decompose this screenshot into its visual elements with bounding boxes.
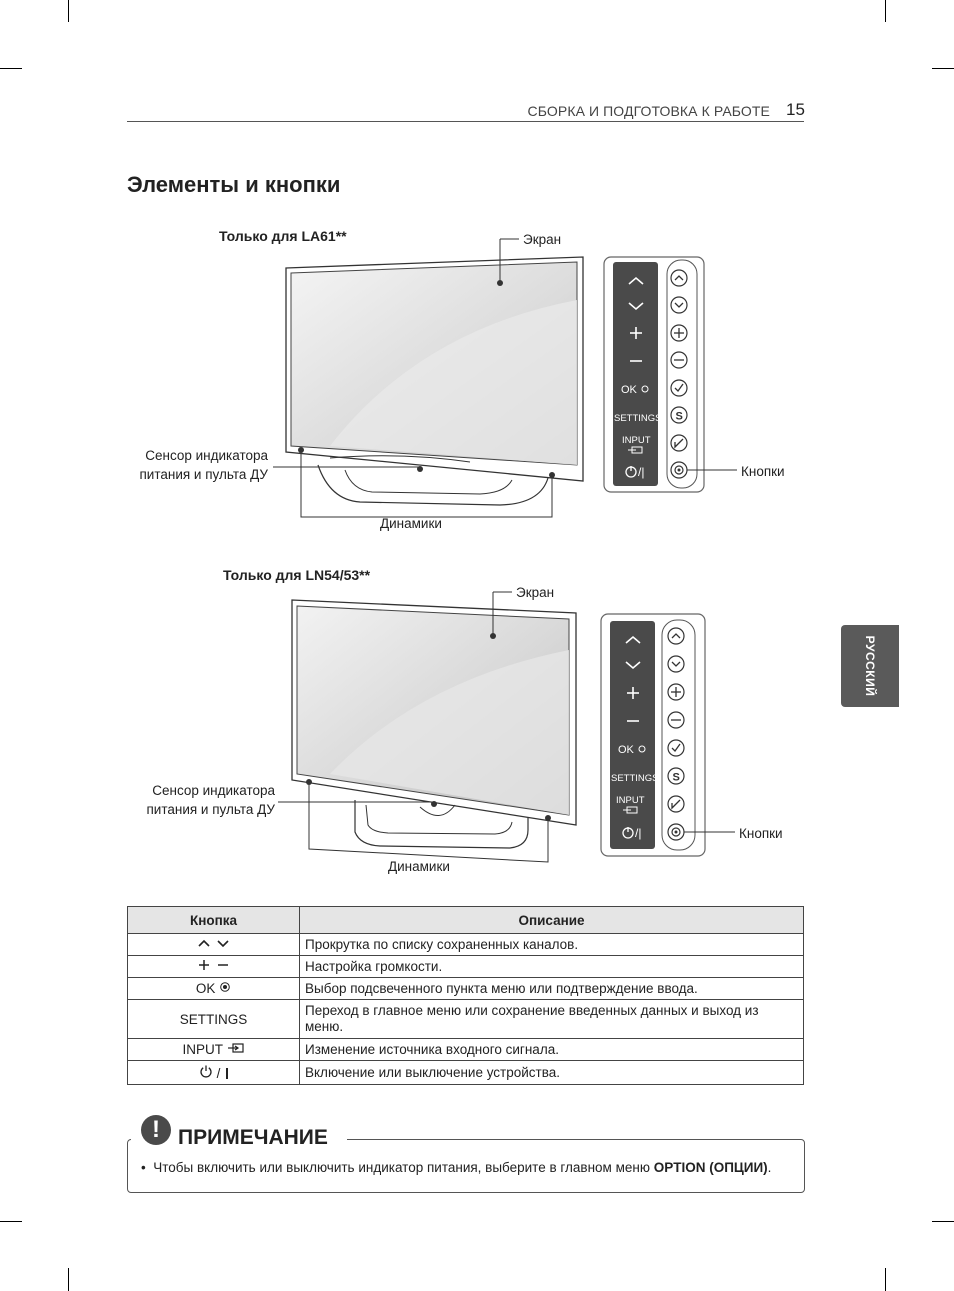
table-header-button: Кнопка [127,906,300,934]
table-cell-description: Прокрутка по списку сохраненных каналов. [299,933,804,956]
sensor-callout [278,801,437,807]
table-row: Прокрутка по списку сохраненных каналов. [127,933,804,956]
screen-callout [497,238,519,286]
crop-mark [68,0,69,22]
table-cell-button: SETTINGS [127,999,300,1039]
diagram1-buttons-label: Кнопки [741,464,785,479]
table-cell-description: Включение или выключение устройства. [299,1060,804,1085]
table-cell-button: OK [127,977,300,1000]
panel-settings-label: SETTINGS [614,413,662,424]
sensor-label-line1: Сенсор индикатора [145,448,268,463]
crop-mark [932,68,954,69]
table-cell-button: / [127,1060,300,1085]
tv-diagram-la61: OK SETTINGS INPUT /| S [273,238,737,518]
tv-diagram-ln54: OK SETTINGS INPUT /| S [278,591,735,863]
table-cell-button-label: INPUT [182,1042,223,1057]
plus-minus-icons [198,960,228,970]
button-description-table: Кнопка Описание Прокрутка по списку сохр… [127,906,804,1085]
diagram1-screen-label: Экран [523,232,562,247]
crop-mark [0,1221,22,1222]
ok-dot-icon [220,982,230,992]
diagram2-screen-label: Экран [516,585,555,600]
sensor-callout [273,466,423,472]
sensor-label-line2: питания и пульта ДУ [139,467,268,482]
language-tab: РУССКИЙ [841,625,899,707]
crop-mark [932,1221,954,1222]
table-cell-button: INPUT [127,1038,300,1061]
tv-body [291,599,577,849]
header-rule [127,121,804,122]
diagram2-buttons-label: Кнопки [739,826,783,841]
svg-text:S: S [673,772,680,784]
diagram2-speakers-label: Динамики [388,859,450,874]
table-header-description: Описание [299,906,804,934]
page-title: Элементы и кнопки [127,172,341,197]
table-cell-description: Настройка громкости. [299,955,804,978]
table-cell-button [127,933,300,956]
table-row: Настройка громкости. [127,955,804,978]
diagram1-speakers-label: Динамики [380,516,442,531]
table-row: OK Выбор подсвеченного пункта меню или п… [127,977,804,1000]
panel-settings-label: SETTINGS [611,773,659,784]
section-header: СБОРКА И ПОДГОТОВКА К РАБОТЕ [527,103,770,119]
crop-mark [885,1268,886,1291]
table-cell-description: Выбор подсвеченного пункта меню или подт… [299,977,804,1000]
note-box [127,1139,805,1193]
page-number: 15 [786,100,805,119]
exclamation-icon: ! [141,1115,171,1145]
note-text-before: Чтобы включить или выключить индикатор п… [153,1160,654,1175]
crop-mark [68,1268,69,1291]
note-text: • Чтобы включить или выключить индикатор… [141,1160,771,1175]
crop-mark [885,0,886,22]
svg-text:S: S [676,411,683,423]
table-header-row: Кнопка Описание [127,906,804,934]
sensor-label-line2: питания и пульта ДУ [146,802,275,817]
diagram2-heading: Только для LN54/53** [223,567,371,583]
speakers-callout [306,779,551,863]
power-bar-icon [226,1068,229,1079]
table-row: INPUT Изменение источника входного сигна… [127,1038,804,1061]
svg-text:/|: /| [638,465,644,479]
table-row: SETTINGS Переход в главное меню или сохр… [127,999,804,1039]
note-text-bold: OPTION (ОПЦИИ) [653,1160,768,1175]
sensor-label-line1: Сенсор индикатора [152,783,275,798]
tv-body [285,256,584,506]
table-cell-description: Изменение источника входного сигнала. [299,1038,804,1061]
input-icon [227,1043,244,1053]
screen-callout [490,591,512,639]
table-cell-button-label: / [216,1066,221,1081]
button-panel-ln54: OK SETTINGS INPUT /| S [600,613,735,857]
speakers-callout [298,447,555,518]
button-panel-la61: OK SETTINGS INPUT /| S [603,256,737,493]
diagram1-sensor-label: Сенсор индикатора питания и пульта ДУ [133,446,268,484]
table-cell-button [127,955,300,978]
panel-input-label: INPUT [616,795,645,806]
svg-text:/|: /| [635,826,641,840]
diagram1-heading: Только для LA61** [219,228,347,244]
table-cell-description: Переход в главное меню или сохранение вв… [299,999,804,1039]
up-down-icons [197,939,229,948]
exclamation-glyph: ! [152,1116,160,1143]
diagram2-sensor-label: Сенсор индикатора питания и пульта ДУ [140,781,275,819]
power-icon [200,1065,212,1078]
crop-mark [0,68,22,69]
panel-ok-label: OK [618,744,635,756]
table-row: / Включение или выключение устройства. [127,1060,804,1085]
panel-ok-label: OK [621,384,638,396]
table-cell-button-label: OK [195,981,216,996]
note-text-after: . [767,1160,772,1175]
note-title: ПРИМЕЧАНИЕ [178,1126,328,1149]
note-bullet: • [141,1160,146,1175]
panel-input-label: INPUT [622,435,651,446]
